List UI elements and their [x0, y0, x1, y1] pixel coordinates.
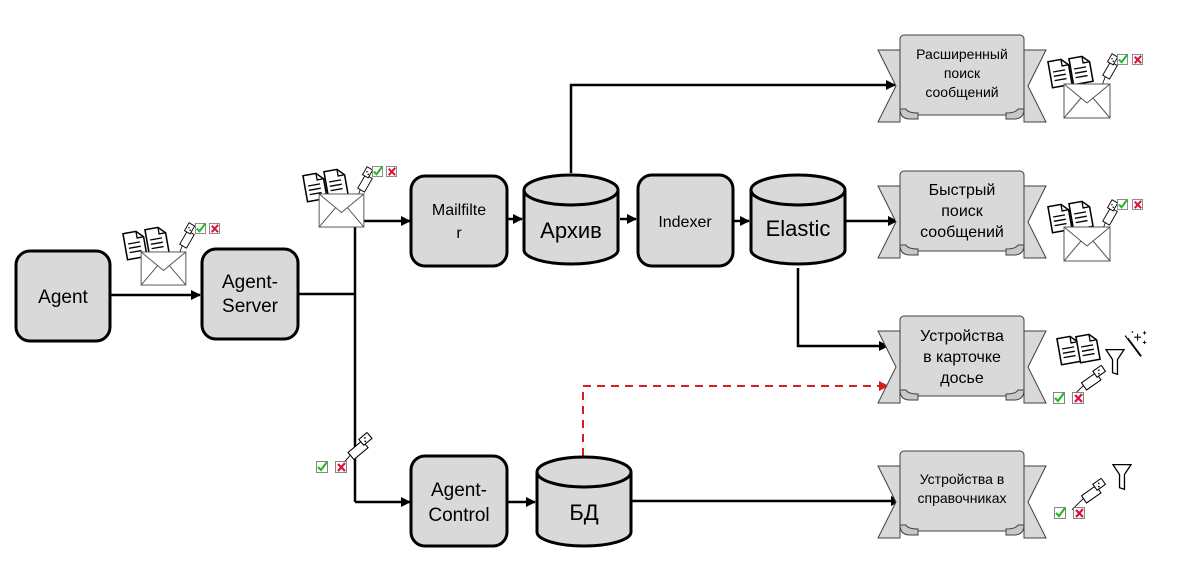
magic-wand-icon	[1124, 330, 1148, 358]
node-agent[interactable]: Agent	[14, 249, 112, 343]
node-agent-control-label-1: Agent-	[431, 480, 487, 501]
output-devices-dossier[interactable]: Устройства в карточке досье	[877, 315, 1047, 404]
cross-icon	[386, 166, 397, 177]
node-agent-server-label-1: Agent-	[222, 272, 278, 293]
output-extended-search-line-1: Расширенный	[916, 46, 1008, 62]
node-elastic[interactable]: Elastic	[749, 173, 847, 266]
output-extended-search[interactable]: Расширенный поиск сообщений	[877, 34, 1047, 123]
edge-db-to-devices-dossier-dashed	[582, 381, 889, 456]
node-db-label: БД	[569, 500, 598, 525]
node-mailfilter[interactable]: Mailfilte r	[409, 174, 509, 268]
icon-cluster-agent-control-link	[316, 427, 374, 476]
node-archive-label: Архив	[540, 218, 602, 243]
output-devices-directories-line-2: справочниках	[918, 490, 1007, 506]
check-icon	[195, 223, 206, 234]
cross-icon	[335, 461, 347, 473]
cross-icon	[209, 223, 220, 234]
filter-icon	[1112, 463, 1132, 491]
output-devices-dossier-line-2: в карточке	[923, 349, 1001, 366]
document-icon	[1047, 57, 1073, 89]
filter-icon	[1105, 348, 1125, 376]
edge-archive-to-extended-search	[569, 80, 896, 173]
node-indexer[interactable]: Indexer	[636, 173, 735, 268]
document-icon	[323, 167, 349, 199]
cross-icon	[1072, 392, 1084, 404]
output-quick-search[interactable]: Быстрый поиск сообщений	[877, 170, 1047, 259]
node-agent-server-label-2: Server	[222, 296, 279, 317]
node-db[interactable]: БД	[535, 455, 633, 548]
icon-cluster-extended-search	[1047, 53, 1143, 119]
document-icon	[1068, 54, 1094, 86]
output-extended-search-line-3: сообщений	[925, 84, 998, 100]
output-quick-search-line-1: Быстрый	[929, 182, 996, 199]
output-devices-dossier-line-1: Устройства	[920, 328, 1004, 345]
icon-cluster-devices-directories	[1054, 463, 1132, 519]
icon-cluster-quick-search	[1047, 199, 1143, 262]
node-elastic-label: Elastic	[766, 216, 831, 241]
envelope-icon	[1063, 226, 1111, 262]
output-quick-search-line-2: поиск	[941, 203, 984, 220]
document-icon	[144, 225, 170, 257]
node-agent-label: Agent	[38, 287, 88, 308]
output-devices-dossier-line-3: досье	[940, 370, 984, 387]
cross-icon	[1132, 199, 1143, 210]
node-mailfilter-label-1: Mailfilte	[432, 202, 486, 219]
node-mailfilter-label-2: r	[456, 225, 462, 242]
output-extended-search-line-2: поиск	[944, 65, 981, 81]
node-indexer-label: Indexer	[658, 214, 712, 231]
icon-cluster-devices-dossier	[1053, 330, 1148, 406]
envelope-icon	[1063, 83, 1111, 119]
check-icon	[372, 166, 383, 177]
document-icon	[1075, 332, 1101, 364]
check-icon	[1054, 507, 1066, 519]
edges	[110, 80, 901, 507]
check-icon	[1053, 392, 1065, 404]
cross-icon	[1132, 54, 1143, 65]
envelope-icon	[318, 193, 365, 228]
output-devices-directories[interactable]: Устройства в справочниках	[877, 450, 1047, 539]
document-icon	[1068, 199, 1094, 231]
node-archive[interactable]: Архив	[522, 173, 620, 266]
cross-icon	[1073, 507, 1085, 519]
output-quick-search-line-3: сообщений	[920, 224, 1004, 241]
check-icon	[1117, 199, 1128, 210]
edge-elastic-to-devices-dossier	[796, 268, 889, 351]
check-icon	[1117, 54, 1128, 65]
node-agent-control-label-2: Control	[428, 505, 489, 526]
icon-cluster-mailfilter-link	[302, 166, 397, 228]
node-agent-server[interactable]: Agent- Server	[200, 247, 300, 341]
output-devices-directories-line-1: Устройства в	[920, 471, 1005, 487]
check-icon	[316, 461, 328, 473]
envelope-icon	[140, 251, 187, 286]
node-agent-control[interactable]: Agent- Control	[409, 454, 509, 548]
